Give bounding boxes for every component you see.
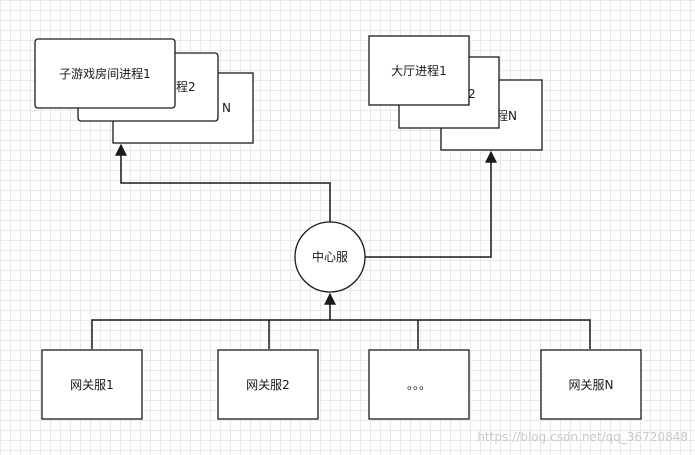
game-room-process-box-1 — [34, 38, 176, 109]
lobby-process-2-label: 2 — [468, 87, 476, 101]
gateway-row: 网关服1 网关服2 。。。 网关服N — [41, 349, 642, 420]
gateway-box-ellipsis — [368, 349, 470, 420]
center-to-lobby-arrow — [365, 150, 497, 258]
gateway-n-label: 网关服N — [569, 378, 614, 392]
game-room-process-1-label: 子游戏房间进程1 — [59, 66, 151, 81]
watermark-text: https://blog.csdn.net/qq_36720848 — [477, 430, 688, 444]
gateway-1-label: 网关服1 — [70, 378, 114, 392]
gateway-2-label: 网关服2 — [246, 378, 290, 392]
gateway-bus-line — [91, 319, 591, 349]
game-room-process-2-label: 程2 — [176, 79, 196, 94]
game-room-process-n-label: N — [222, 101, 231, 115]
center-to-game-room-arrow — [115, 143, 331, 222]
center-server-node: 中心服 — [294, 221, 366, 293]
center-server-circle — [294, 221, 366, 293]
gateway-box-2 — [217, 349, 319, 420]
lobby-process-1-label: 大厅进程1 — [391, 63, 447, 78]
game-room-process-stack: N 程2 子游戏房间进程1 — [34, 38, 254, 144]
lobby-process-n-label: 程N — [496, 108, 517, 123]
gateway-box-1 — [41, 349, 143, 420]
gateway-box-n — [540, 349, 642, 420]
lobby-process-stack: 程N 2 大厅进程1 — [368, 35, 543, 151]
gateway-ellipsis-label: 。。。 — [407, 378, 431, 392]
center-server-label: 中心服 — [312, 249, 348, 264]
lobby-process-box-1 — [368, 35, 470, 106]
